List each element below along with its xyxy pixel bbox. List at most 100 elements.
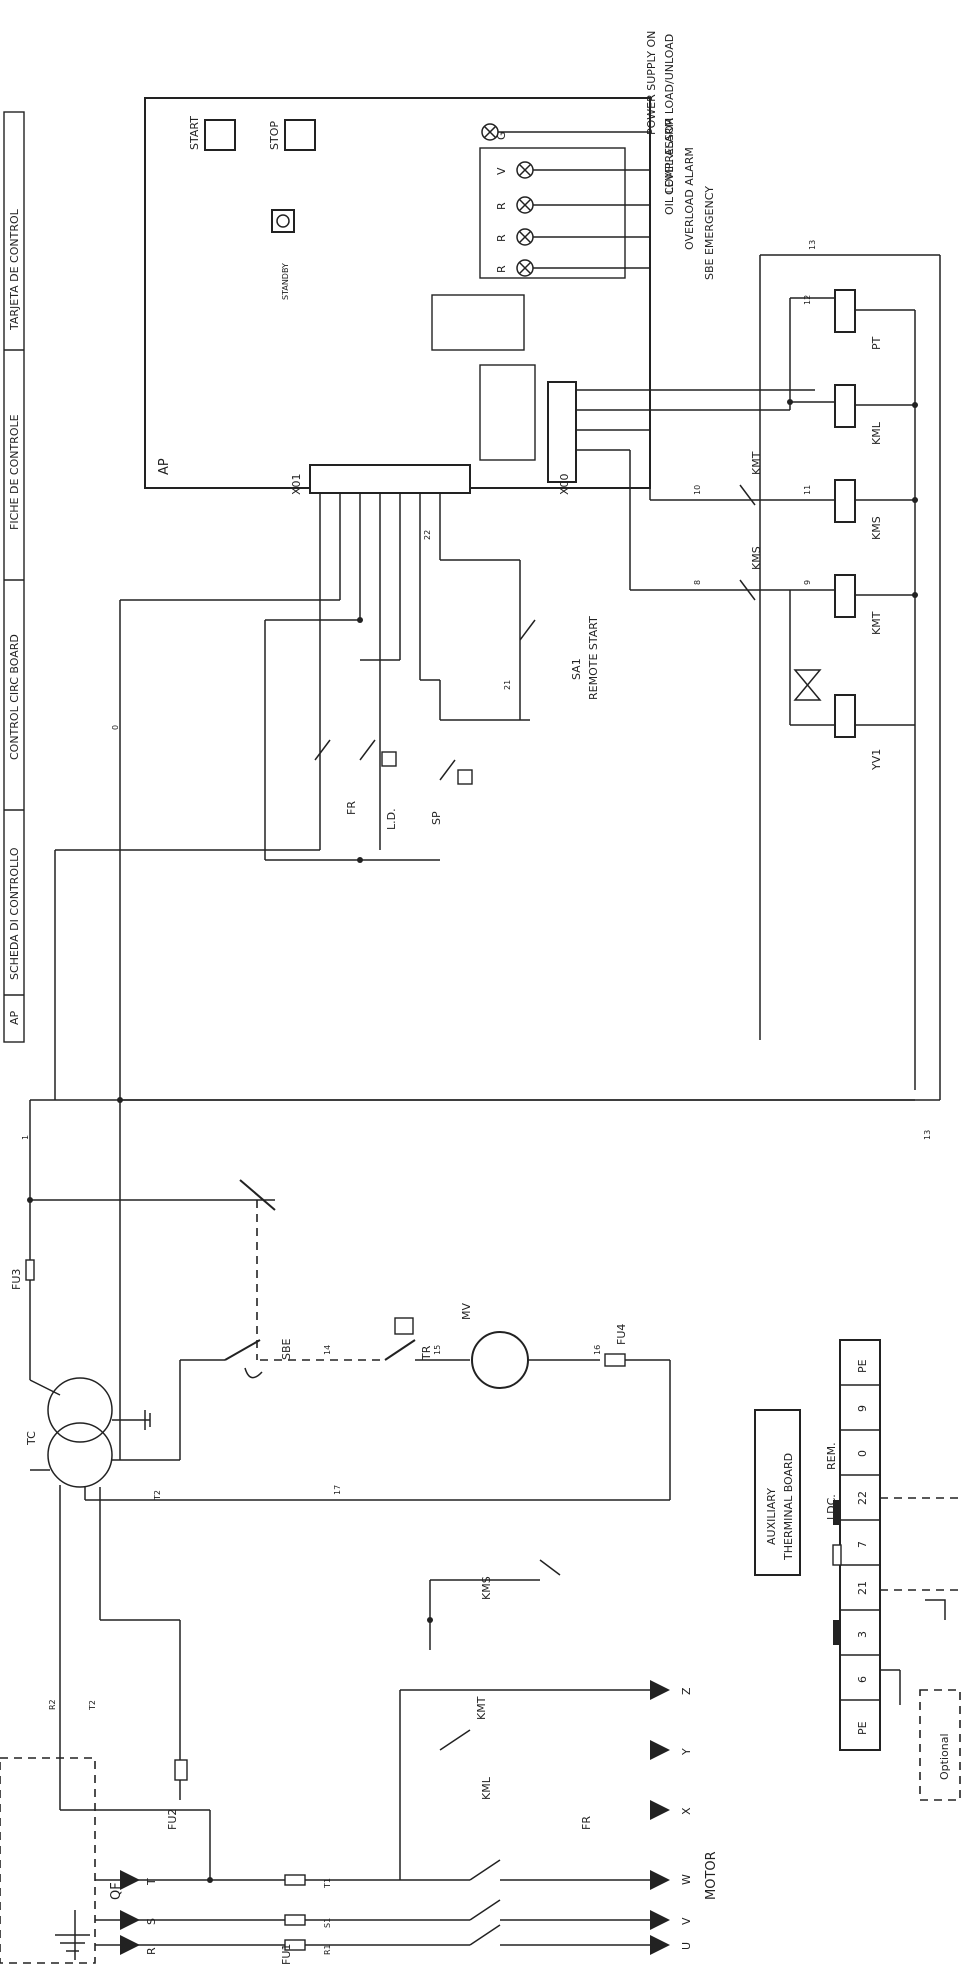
fu1-label: FU1: [280, 1944, 293, 1965]
optional-box: [919, 1689, 961, 1801]
bus-lines: [27, 1097, 940, 1460]
x01-connector: [309, 464, 471, 494]
aux-title-1: AUXILIARY: [765, 1488, 778, 1545]
x00-label: X00: [558, 473, 571, 495]
kml-coil: [834, 384, 856, 428]
wire-t2b: T2: [88, 1700, 97, 1711]
yv1-coil: [834, 694, 856, 738]
lamp-letter-r3: R: [495, 265, 508, 273]
terminal-y: Y: [680, 1748, 693, 1756]
power-section: QF R S T FU1 FU2: [0, 1619, 360, 1965]
qf-breaker: [0, 1757, 96, 1964]
legend-entry-it: SCHEDA DI CONTROLLO: [8, 847, 21, 980]
wire-22: 22: [423, 530, 432, 540]
wire-t2: T2: [153, 1490, 162, 1501]
bridge-rem: [833, 1500, 841, 1525]
lamp-caption-compressor: COMPRESSOR LOAD/UNLOAD: [663, 34, 676, 195]
phase-t: T: [145, 1878, 158, 1886]
kml-label: KML: [870, 421, 883, 445]
kms-contact-label: KMS: [750, 546, 763, 570]
terminal-x: X: [680, 1807, 693, 1815]
terminal-u: U: [680, 1942, 693, 1950]
wire-numbers: 1 0 13 13 12 11 10 9 8 21 22 14 15 16 17…: [21, 240, 932, 1955]
lamp-letter-r1: R: [495, 202, 508, 210]
transformer-tc: TC: [25, 1375, 670, 1810]
yv1-label: YV1: [870, 749, 883, 771]
aux-terminal-3: 3: [856, 1631, 869, 1638]
sbe-label: SBE: [280, 1338, 293, 1360]
fu4-label: FU4: [615, 1324, 628, 1345]
wire-13: 13: [923, 1130, 932, 1140]
aux-rem: REM.: [825, 1442, 838, 1470]
fu3-fuse: FU3: [10, 1200, 35, 1380]
fu3-label: FU3: [10, 1269, 23, 1290]
aux-terminal-7: 7: [856, 1541, 869, 1548]
kmt-contact-label: KMT: [750, 451, 763, 475]
lamp-caption-sbe: SBE EMERGENCY: [703, 186, 716, 280]
x00-connector: [547, 381, 577, 483]
standby-label: STANDBY: [281, 263, 290, 300]
legend-entry-es: TARJETA DE CONTROL: [8, 208, 21, 331]
start-label: START: [188, 116, 201, 150]
wire-21: 21: [503, 680, 512, 690]
mv-label: MV: [460, 1303, 473, 1320]
legend-entry-en: CONTROL CIRC BOARD: [8, 634, 21, 760]
legend-strip: AP SCHEDA DI CONTROLLO CONTROL CIRC BOAR…: [3, 111, 25, 1043]
phase-r: R: [145, 1947, 158, 1955]
aux-terminal-pe-left: PE: [856, 1721, 869, 1735]
fr-label: FR: [345, 801, 358, 815]
lamp-letter-g: G: [495, 131, 508, 140]
wire-9: 9: [803, 580, 812, 585]
aux-terminal-21: 21: [856, 1581, 869, 1595]
start-button: [204, 119, 236, 151]
aux-terminal-pe-right: PE: [856, 1359, 869, 1373]
ld-label: L.D.: [385, 808, 398, 830]
remote-start-label: REMOTE START: [587, 616, 600, 700]
kmt-coil: [834, 574, 856, 618]
stop-label: STOP: [268, 121, 281, 150]
aux-terminal-6: 6: [856, 1676, 869, 1683]
stop-button: [284, 119, 316, 151]
ground-icon: [55, 1910, 90, 1960]
wire-r2: R2: [48, 1699, 57, 1710]
board-label: AP: [157, 458, 172, 475]
wire-15: 15: [433, 1345, 442, 1355]
terminal-w: W: [680, 1874, 693, 1885]
kml-contactor-label: KML: [480, 1776, 493, 1800]
sa1-label: SA1: [570, 658, 583, 680]
motor-label: MOTOR: [704, 1851, 719, 1900]
pt-label: PT: [870, 336, 883, 350]
coil-section: PT KML KMT KMS KMS KMT YV1: [576, 254, 941, 1100]
wire-12: 12: [803, 295, 812, 305]
lamp-caption-oil: OIL LEVEL ALARM: [663, 118, 676, 215]
wire-1: 1: [21, 1135, 30, 1140]
wire-16: 16: [593, 1345, 602, 1355]
wire-13b: 13: [808, 240, 817, 250]
kmt-coil-label: KMT: [870, 611, 883, 635]
valve-icon: [793, 669, 822, 701]
lamp-letter-r2: R: [495, 234, 508, 242]
wire-17: 17: [333, 1485, 342, 1495]
x01-label: X01: [290, 473, 303, 495]
safety-contacts: FR L.D. SP SA1 REMOTE START: [265, 616, 600, 863]
terminal-z: Z: [680, 1687, 693, 1695]
legend-entry-fr: FICHE DE CONTROLE: [8, 414, 21, 530]
pt-coil: [834, 289, 856, 333]
fr-thermal-label: FR: [580, 1816, 593, 1830]
aux-terminal-9: 9: [856, 1405, 869, 1412]
fu2-label: FU2: [166, 1809, 179, 1830]
kmt-contactor-label: KMT: [475, 1696, 488, 1720]
wire-8: 8: [693, 580, 702, 585]
wire-14: 14: [323, 1345, 332, 1355]
wire-s1: S1: [323, 1918, 332, 1928]
aux-title-2: THERMINAL BOARD: [782, 1453, 795, 1561]
ldc-link: [832, 1544, 842, 1566]
legend-code: AP: [8, 1010, 21, 1025]
kms-coil-label: KMS: [870, 516, 883, 540]
aux-terminal-22: 22: [856, 1491, 869, 1505]
main-contactors: KML FR U V W MOTOR KMT X Y Z KMS: [360, 1559, 719, 1955]
phase-s: S: [145, 1918, 158, 1925]
lamp-caption-power: POWER SUPPLY ON: [645, 31, 658, 135]
